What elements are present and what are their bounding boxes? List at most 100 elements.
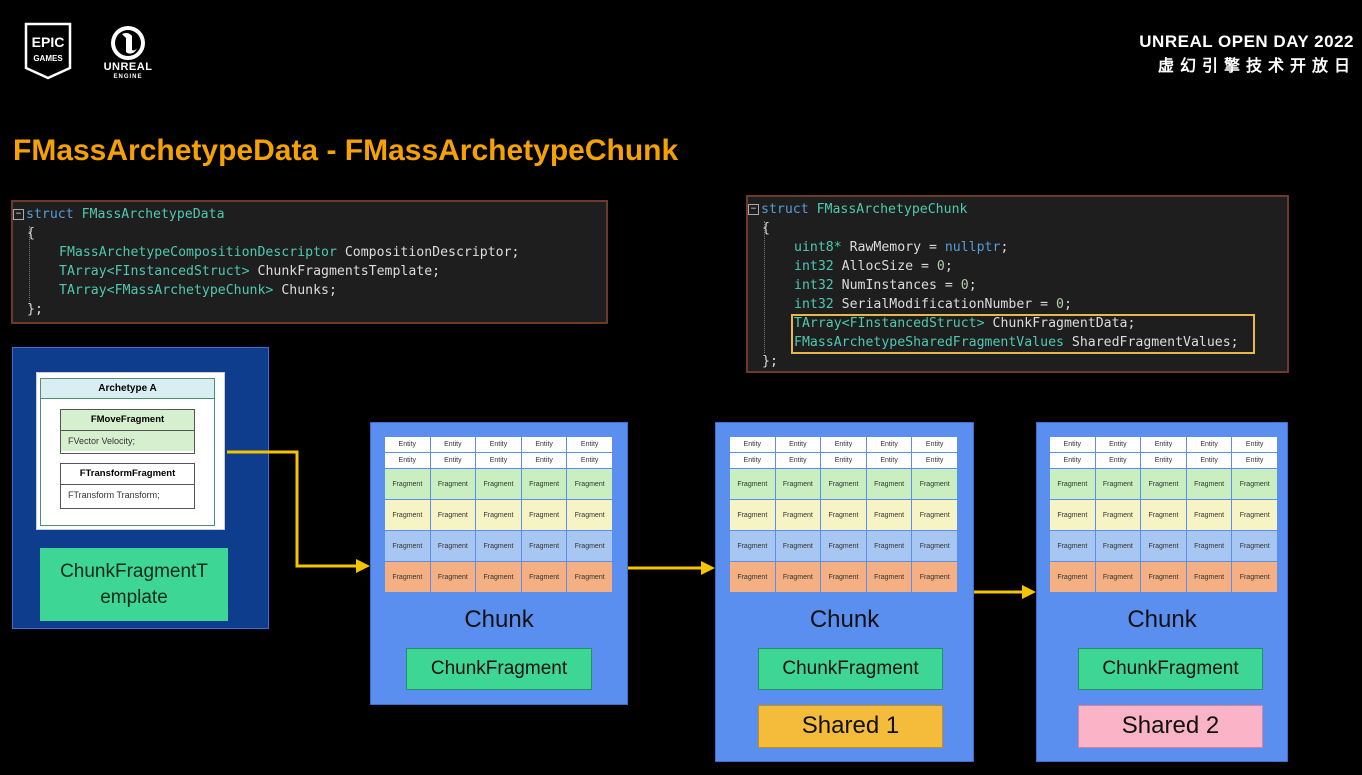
collapse-icon[interactable]: − [748,203,759,215]
fragment-cell: Fragment [1232,562,1277,592]
fragment-cell: Fragment [385,531,430,561]
svg-text:GAMES: GAMES [33,54,63,63]
fragment-cell: Fragment [1050,531,1095,561]
fragment-cell: Fragment [521,469,567,499]
fragment-cell: Fragment [430,469,476,499]
chunk-fragment-template: ChunkFragmentTemplate [40,548,228,621]
entity-cell: Entity [1141,437,1186,452]
fragment-cell: Fragment [1050,562,1095,592]
entity-cell: Entity [1050,453,1095,468]
fragment-cell: Fragment [1095,500,1141,530]
entity-cell: Entity [1095,453,1141,468]
fragment-cell: Fragment [430,500,476,530]
fragment-cell: Fragment [866,562,912,592]
fragment-cell: Fragment [730,469,775,499]
fragment-cell: Fragment [775,531,821,561]
fragment-cell: Fragment [521,531,567,561]
fragment-cell: Fragment [1141,562,1186,592]
fragment-cell: Fragment [476,531,521,561]
fragment-cell: Fragment [430,562,476,592]
fragment-cell: Fragment [1232,469,1277,499]
fragment-cell: Fragment [385,469,430,499]
fragment-cell: Fragment [821,469,866,499]
entity-cell: Entity [430,437,476,452]
fragment-cell: Fragment [775,469,821,499]
entity-cell: Entity [385,453,430,468]
fragment-cell: Fragment [567,469,612,499]
chunk-fragment-box: ChunkFragment [406,648,592,690]
chunk-label: Chunk [1127,606,1197,633]
fragment-cell: Fragment [1050,500,1095,530]
fragment-cell: Fragment [821,500,866,530]
chunk-fragment-box: ChunkFragment [1078,648,1263,690]
fragment-box: FTransformFragment FTransform Transform; [60,463,195,509]
fragment-cell: Fragment [866,531,912,561]
entity-cell: Entity [866,437,912,452]
archetype-title: Archetype A [41,379,214,399]
entity-cell: Entity [521,453,567,468]
fragment-cell: Fragment [1050,469,1095,499]
fragment-field: FTransform Transform; [68,490,160,500]
fragment-cell: Fragment [521,500,567,530]
entity-cell: Entity [1141,453,1186,468]
fragment-cell: Fragment [1095,469,1141,499]
fragment-cell: Fragment [1232,531,1277,561]
entity-cell: Entity [1095,437,1141,452]
epic-games-logo: EPIC GAMES [24,22,72,80]
arrowhead [701,561,715,575]
entity-cell: Entity [385,437,430,452]
fragment-name: FMoveFragment [61,410,194,431]
fragment-cell: Fragment [1186,469,1232,499]
code-panel-archetype-data: −struct FMassArchetypeData { FMassArchet… [11,200,608,324]
entity-cell: Entity [567,437,612,452]
fragment-cell: Fragment [1186,531,1232,561]
chunk-label: Chunk [464,606,534,633]
code-panel-archetype-chunk: −struct FMassArchetypeChunk { uint8* Raw… [746,195,1289,373]
fragment-cell: Fragment [1095,531,1141,561]
entity-cell: Entity [775,437,821,452]
fragment-cell: Fragment [821,562,866,592]
fragment-cell: Fragment [1141,469,1186,499]
fragment-cell: Fragment [730,500,775,530]
entity-cell: Entity [521,437,567,452]
entity-cell: Entity [821,453,866,468]
fragment-cell: Fragment [775,562,821,592]
entity-cell: Entity [1050,437,1095,452]
entity-cell: Entity [866,453,912,468]
fragment-cell: Fragment [385,562,430,592]
fragment-cell: Fragment [866,500,912,530]
svg-text:EPIC: EPIC [32,34,65,50]
fragment-cell: Fragment [476,500,521,530]
entity-cell: Entity [476,453,521,468]
fragment-cell: Fragment [476,469,521,499]
entity-cell: Entity [567,453,612,468]
fragment-cell: Fragment [567,562,612,592]
fragment-cell: Fragment [567,531,612,561]
fragment-cell: Fragment [821,531,866,561]
collapse-icon[interactable]: − [13,208,24,220]
event-subtitle: 虚幻引擎技术开放日 [1157,58,1356,75]
chunk-fragment-box: ChunkFragment [758,648,943,690]
fragment-cell: Fragment [1141,500,1186,530]
entity-cell: Entity [730,437,775,452]
highlight-box [791,314,1255,354]
shared-fragment-box: Shared 1 [758,705,943,748]
arrowhead [1022,585,1036,599]
event-title: UNREAL OPEN DAY 2022 [1139,32,1354,51]
fragment-cell: Fragment [1186,562,1232,592]
fragment-cell: Fragment [912,531,957,561]
entity-cell: Entity [730,453,775,468]
fragment-cell: Fragment [1186,500,1232,530]
slide-title: FMassArchetypeData - FMassArchetypeChunk [13,134,679,167]
fragment-cell: Fragment [430,531,476,561]
fragment-box: FMoveFragment FVector Velocity; [60,409,195,454]
entity-cell: Entity [430,453,476,468]
fragment-cell: Fragment [866,469,912,499]
unreal-engine-wordmark: UNREAL ENGINE [103,61,153,81]
fragment-cell: Fragment [775,500,821,530]
fragment-cell: Fragment [567,500,612,530]
fragment-cell: Fragment [912,469,957,499]
